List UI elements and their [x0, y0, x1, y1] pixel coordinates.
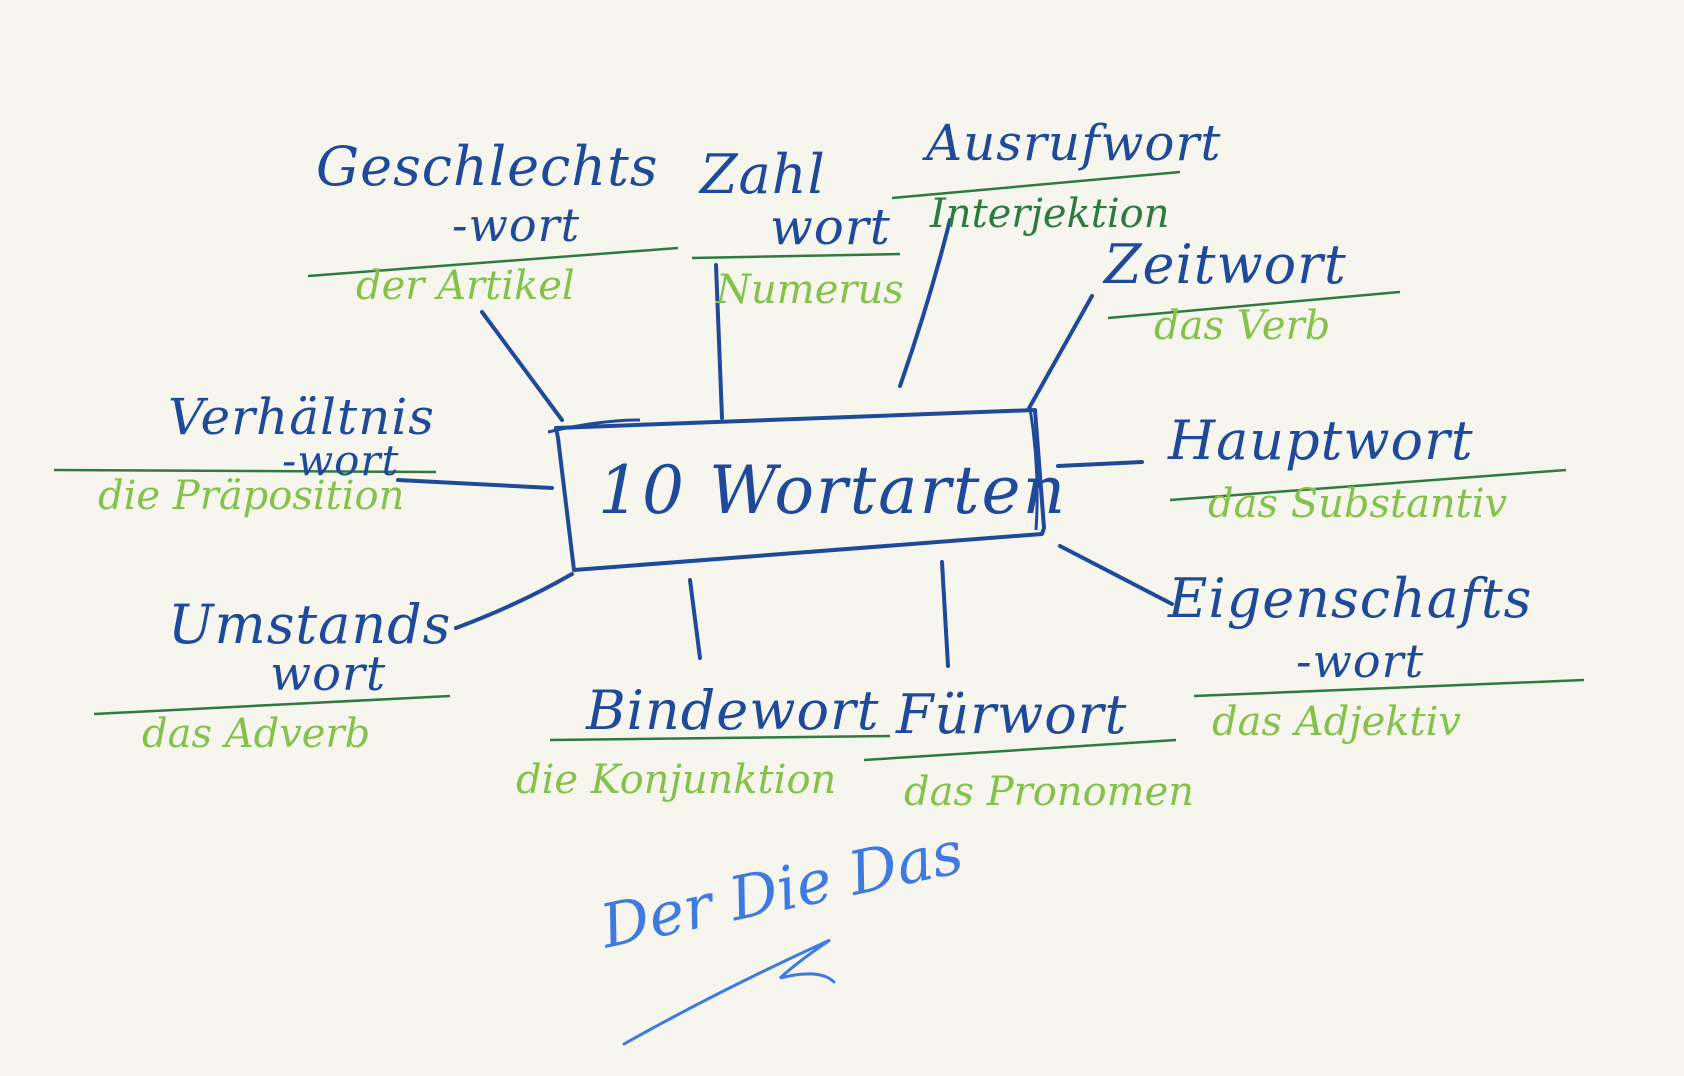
umstandswort-latin: das Adverb [142, 711, 371, 757]
connector-zeitwort [1026, 294, 1094, 412]
underline-bindewort [549, 734, 891, 742]
verhaeltniswort-line2: -wort [282, 436, 400, 485]
bindewort-line1: Bindewort [586, 679, 880, 742]
zahlwort-line1: Zahl [700, 143, 826, 206]
underline-zeitwort [1107, 290, 1401, 320]
underline-ausrufwort [891, 170, 1181, 200]
umstandswort-line1: Umstands [168, 593, 452, 656]
hauptwort-latin: das Substantiv [1208, 481, 1508, 527]
hauptwort-line1: Hauptwort [1168, 409, 1474, 472]
geschlechtswort-line1: Geschlechts [316, 135, 659, 198]
fuerwort-latin: das Pronomen [904, 769, 1195, 815]
connector-fuerwort [940, 560, 950, 668]
bindewort-latin: die Konjunktion [516, 757, 837, 803]
eigenschaftswort-line2: -wort [1296, 634, 1425, 688]
geschlechtswort-latin: der Artikel [356, 263, 575, 309]
zeitwort-latin: das Verb [1154, 303, 1331, 349]
underline-eigenschaftswort [1193, 678, 1585, 698]
underline-zahlwort [691, 252, 901, 260]
umstandswort-line2: wort [270, 646, 387, 702]
geschlechtswort-line2: -wort [452, 198, 581, 252]
connector-verhaeltniswort [396, 478, 554, 490]
connector-eigenschaftswort [1058, 544, 1174, 606]
ausrufwort-line1: Ausrufwort [926, 114, 1222, 172]
center-box [554, 408, 1046, 572]
zeitwort-line1: Zeitwort [1104, 233, 1347, 296]
connector-ausrufwort [898, 218, 952, 388]
eigenschaftswort-latin: das Adjektiv [1212, 699, 1461, 745]
underline-umstandswort [93, 694, 451, 716]
connector-bindewort [688, 578, 702, 660]
underline-verhaeltniswort [53, 468, 437, 474]
note-scribble [622, 938, 836, 1046]
center-label: 10 Wortarten [598, 452, 1068, 529]
fuerwort-line1: Fürwort [896, 683, 1128, 746]
connector-hauptwort [1056, 460, 1144, 468]
zahlwort-latin: Numerus [716, 267, 904, 313]
connector-geschlechtswort [480, 310, 564, 422]
zahlwort-line2: wort [770, 198, 891, 256]
ausrufwort-latin: Interjektion [930, 191, 1170, 237]
connector-zahlwort [714, 263, 724, 420]
underline-fuerwort [863, 738, 1177, 762]
verhaeltniswort-latin: die Präposition [98, 473, 405, 519]
underline-hauptwort [1169, 468, 1567, 502]
underline-geschlechtswort [307, 246, 679, 278]
connector-umstandswort [454, 572, 574, 630]
eigenschaftswort-line1: Eigenschafts [1168, 567, 1533, 630]
center-box-overstroke [547, 407, 1039, 531]
verhaeltniswort-line1: Verhältnis [168, 388, 435, 446]
